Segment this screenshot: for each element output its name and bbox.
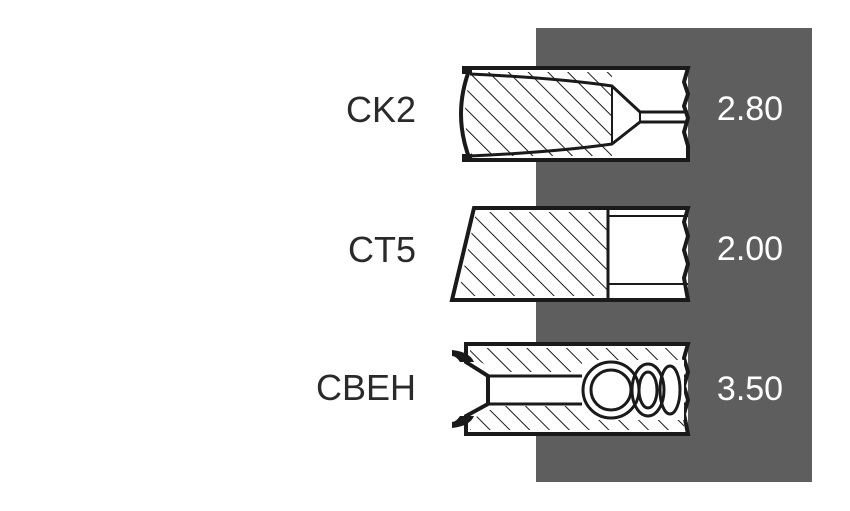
ring-width-label: 3.50 — [717, 370, 783, 408]
ring-code-label: CT5 — [348, 229, 416, 270]
ring-row-cbeh: CBEH 3.50 — [316, 342, 783, 436]
taper-face-hatched-icon — [459, 66, 691, 162]
ring-row-ct5: CT5 2.00 — [348, 206, 783, 302]
ring-width-label: 2.80 — [717, 90, 783, 128]
ring-row-ck2: CK2 2.80 — [346, 66, 783, 162]
ring-code-label: CBEH — [316, 367, 416, 408]
oil-ring-with-spring-icon — [452, 342, 691, 436]
ring-width-label: 2.00 — [717, 230, 783, 268]
ring-code-label: CK2 — [346, 89, 416, 130]
rectangular-hatched-icon — [449, 206, 691, 302]
